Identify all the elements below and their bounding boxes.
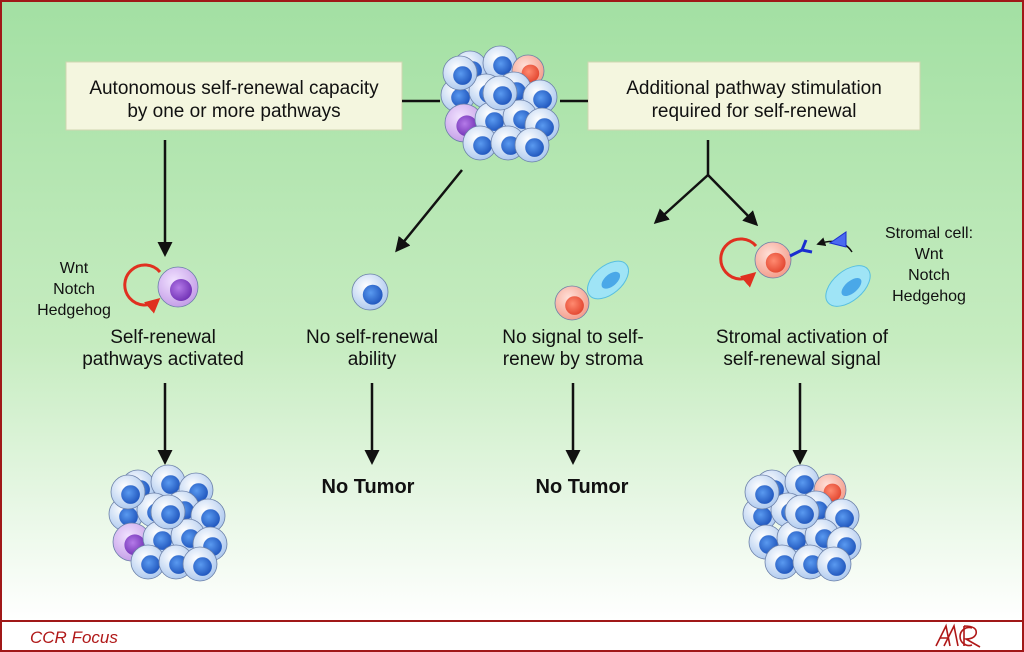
col3-label: renew by stroma: [503, 349, 644, 370]
stromal-label: Hedgehog: [892, 288, 966, 305]
left-box-line1: Autonomous self-renewal capacity: [89, 78, 379, 99]
right-box-line2: required for self-renewal: [652, 101, 857, 122]
left-box-line2: by one or more pathways: [127, 101, 340, 122]
col1-label: Self-renewal: [110, 327, 216, 348]
blue-cell-icon: [351, 273, 389, 311]
bottom-left-cluster-cell: [130, 544, 166, 580]
top-cluster-cell: [514, 127, 550, 163]
col2-label: No self-renewal: [306, 327, 438, 348]
no-tumor-label: No Tumor: [536, 476, 629, 498]
bottom-right-cluster-cell: [816, 546, 852, 582]
bottom-right-cluster-cell: [784, 494, 820, 530]
top-cluster-cell: [462, 125, 498, 161]
right-box: Additional pathway stimulation required …: [587, 61, 921, 131]
red-cell-icon: [754, 241, 792, 279]
arrow-right-split-left: [653, 174, 709, 225]
no-tumor-label: No Tumor: [322, 476, 415, 498]
stromal-cell-icon: [825, 265, 871, 307]
arrow-middle-diag: [395, 169, 463, 253]
arrows: [157, 140, 808, 465]
red-cell-icon: [554, 285, 590, 321]
pathway-label: Notch: [53, 281, 95, 298]
col3-label: No signal to self-: [502, 327, 644, 348]
aacr-logo: [935, 623, 981, 648]
stromal-label: Stromal cell:: [885, 225, 973, 242]
col2-label: ability: [348, 349, 397, 370]
col4-label: Stromal activation of: [716, 327, 889, 348]
left-box: Autonomous self-renewal capacity by one …: [65, 61, 403, 131]
bottom-left-cluster-cell: [182, 546, 218, 582]
purple-stem-cell-icon: [157, 266, 199, 308]
stromal-label: Wnt: [915, 246, 944, 263]
self-renewal-loop-icon: [123, 263, 162, 314]
top-cluster-cell: [524, 107, 560, 143]
col1-label: pathways activated: [82, 349, 244, 370]
self-renewal-loop-icon: [719, 237, 758, 288]
journal-name: CCR Focus: [30, 628, 118, 647]
pathway-label: Hedgehog: [37, 302, 111, 319]
bottom-right-cluster-cell: [764, 544, 800, 580]
receptor-icon: [789, 239, 813, 258]
bottom-right-cluster-cell: [784, 464, 820, 500]
top-cluster-cell: [442, 55, 478, 91]
stromal-label: Notch: [908, 267, 950, 284]
right-box-line1: Additional pathway stimulation: [626, 78, 882, 99]
pathway-label: Wnt: [60, 260, 89, 277]
bottom-right-cluster-cell: [744, 474, 780, 510]
ligand-triangle-icon: [828, 231, 847, 248]
stromal-cell-icon: [587, 260, 629, 300]
col4-label: self-renewal signal: [723, 349, 880, 370]
arrow-right-split-right: [707, 174, 759, 227]
top-cluster-cell: [482, 75, 518, 111]
top-cluster-cell: [482, 45, 518, 81]
bottom-left-cluster-cell: [150, 494, 186, 530]
bottom-left-cluster-cell: [110, 474, 146, 510]
